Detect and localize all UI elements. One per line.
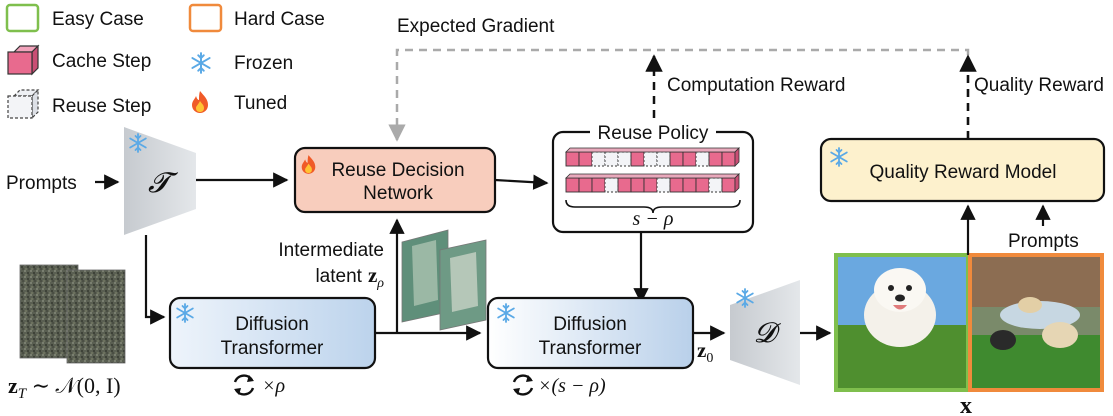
hard-case-swatch: [188, 3, 223, 33]
dit1-line1: Diffusion: [235, 314, 309, 335]
legend-reuse-step: Reuse Step: [52, 96, 151, 117]
reuse-step-cell: [656, 151, 671, 167]
snowflake-icon: [191, 52, 211, 74]
reuse-step-cell: [591, 151, 606, 167]
cache-step-cell: [565, 177, 580, 193]
cache-step-cell: [682, 151, 697, 167]
easy-case-swatch: [5, 3, 40, 33]
quality-reward-label: Quality Reward: [974, 75, 1104, 96]
policy-step-grid: [565, 147, 740, 193]
cache-step-cell: [630, 151, 645, 167]
cache-step-cell: [578, 177, 593, 193]
expected-gradient-label: Expected Gradient: [397, 16, 555, 37]
noise-latent-image: [19, 264, 126, 364]
reuse-step-cell: [708, 177, 723, 193]
output-x-label: x: [960, 393, 972, 416]
fire-icon: [192, 91, 208, 113]
reuse-step-cell: [643, 151, 658, 167]
cache-step-cell: [682, 177, 697, 193]
reuse-step-cell: [604, 177, 619, 193]
cache-step-cell: [565, 151, 580, 167]
hard-case-image: [968, 253, 1104, 392]
text-encoder-block: [124, 127, 196, 235]
dit2-line1: Diffusion: [553, 314, 627, 335]
reuse-policy-title: Reuse Policy: [598, 123, 709, 144]
cache-step-cell: [695, 177, 710, 193]
dit1-loop-count: ×ρ: [262, 375, 285, 397]
prompts-quality-label: Prompts: [1008, 231, 1079, 252]
legend: Easy Case Hard Case Cache Step Frozen Re…: [5, 3, 325, 120]
noise-distribution-formula: zT ∼ 𝒩(0, I): [8, 373, 121, 402]
quality-reward-model-block: [819, 137, 1106, 203]
dit2-loop-count: ×(s − ρ): [538, 375, 606, 397]
cache-step-cell: [578, 151, 593, 167]
reuse-step-cell: [656, 177, 671, 193]
reuse-step-cube-icon: [7, 88, 40, 120]
decision-network-line2: Network: [363, 183, 433, 204]
dit1-line2: Transformer: [221, 338, 324, 359]
cache-step-cell: [630, 177, 645, 193]
decision-network-line1: Reuse Decision: [331, 160, 464, 181]
prompts-input-label: Prompts: [6, 173, 77, 194]
legend-frozen: Frozen: [234, 53, 293, 74]
reuse-policy-block: Reuse Policy s − ρ: [551, 122, 755, 234]
dit2-line2: Transformer: [539, 338, 642, 359]
cache-step-cell: [721, 151, 736, 167]
intermediate-latent-image: [401, 229, 487, 331]
legend-hard-case: Hard Case: [234, 9, 325, 30]
cache-step-cell: [643, 177, 658, 193]
legend-cache-step: Cache Step: [52, 51, 151, 72]
policy-row-top: [565, 147, 740, 153]
cache-step-cell: [669, 177, 684, 193]
cache-step-cell: [591, 177, 606, 193]
computation-reward-label: Computation Reward: [667, 75, 845, 96]
computation-reward-path: Computation Reward: [645, 54, 845, 118]
policy-formula: s − ρ: [633, 208, 674, 230]
quality-reward-path: Quality Reward: [959, 54, 1104, 139]
cache-step-cell: [708, 151, 723, 167]
cache-step-cell: [669, 151, 684, 167]
reuse-step-cell: [604, 151, 619, 167]
cache-step-cell: [617, 177, 632, 193]
policy-row-side: [734, 147, 740, 167]
intermediate-latent-label-1: Intermediate: [278, 240, 384, 261]
easy-case-image: [834, 253, 970, 392]
cache-step-cube-icon: [7, 44, 40, 76]
reuse-step-cell: [695, 151, 710, 167]
cycle-arrows-icon: [511, 373, 535, 397]
cycle-arrows-icon: [232, 373, 256, 397]
policy-row-side: [734, 173, 740, 193]
reuse-step-cell: [617, 151, 632, 167]
cache-step-cell: [721, 177, 736, 193]
z0-label: z0: [697, 338, 713, 366]
quality-reward-model-label: Quality Reward Model: [870, 162, 1057, 183]
decoder-block: [730, 280, 800, 385]
legend-tuned: Tuned: [234, 93, 287, 114]
policy-row-top: [565, 173, 740, 179]
legend-easy-case: Easy Case: [52, 9, 144, 30]
